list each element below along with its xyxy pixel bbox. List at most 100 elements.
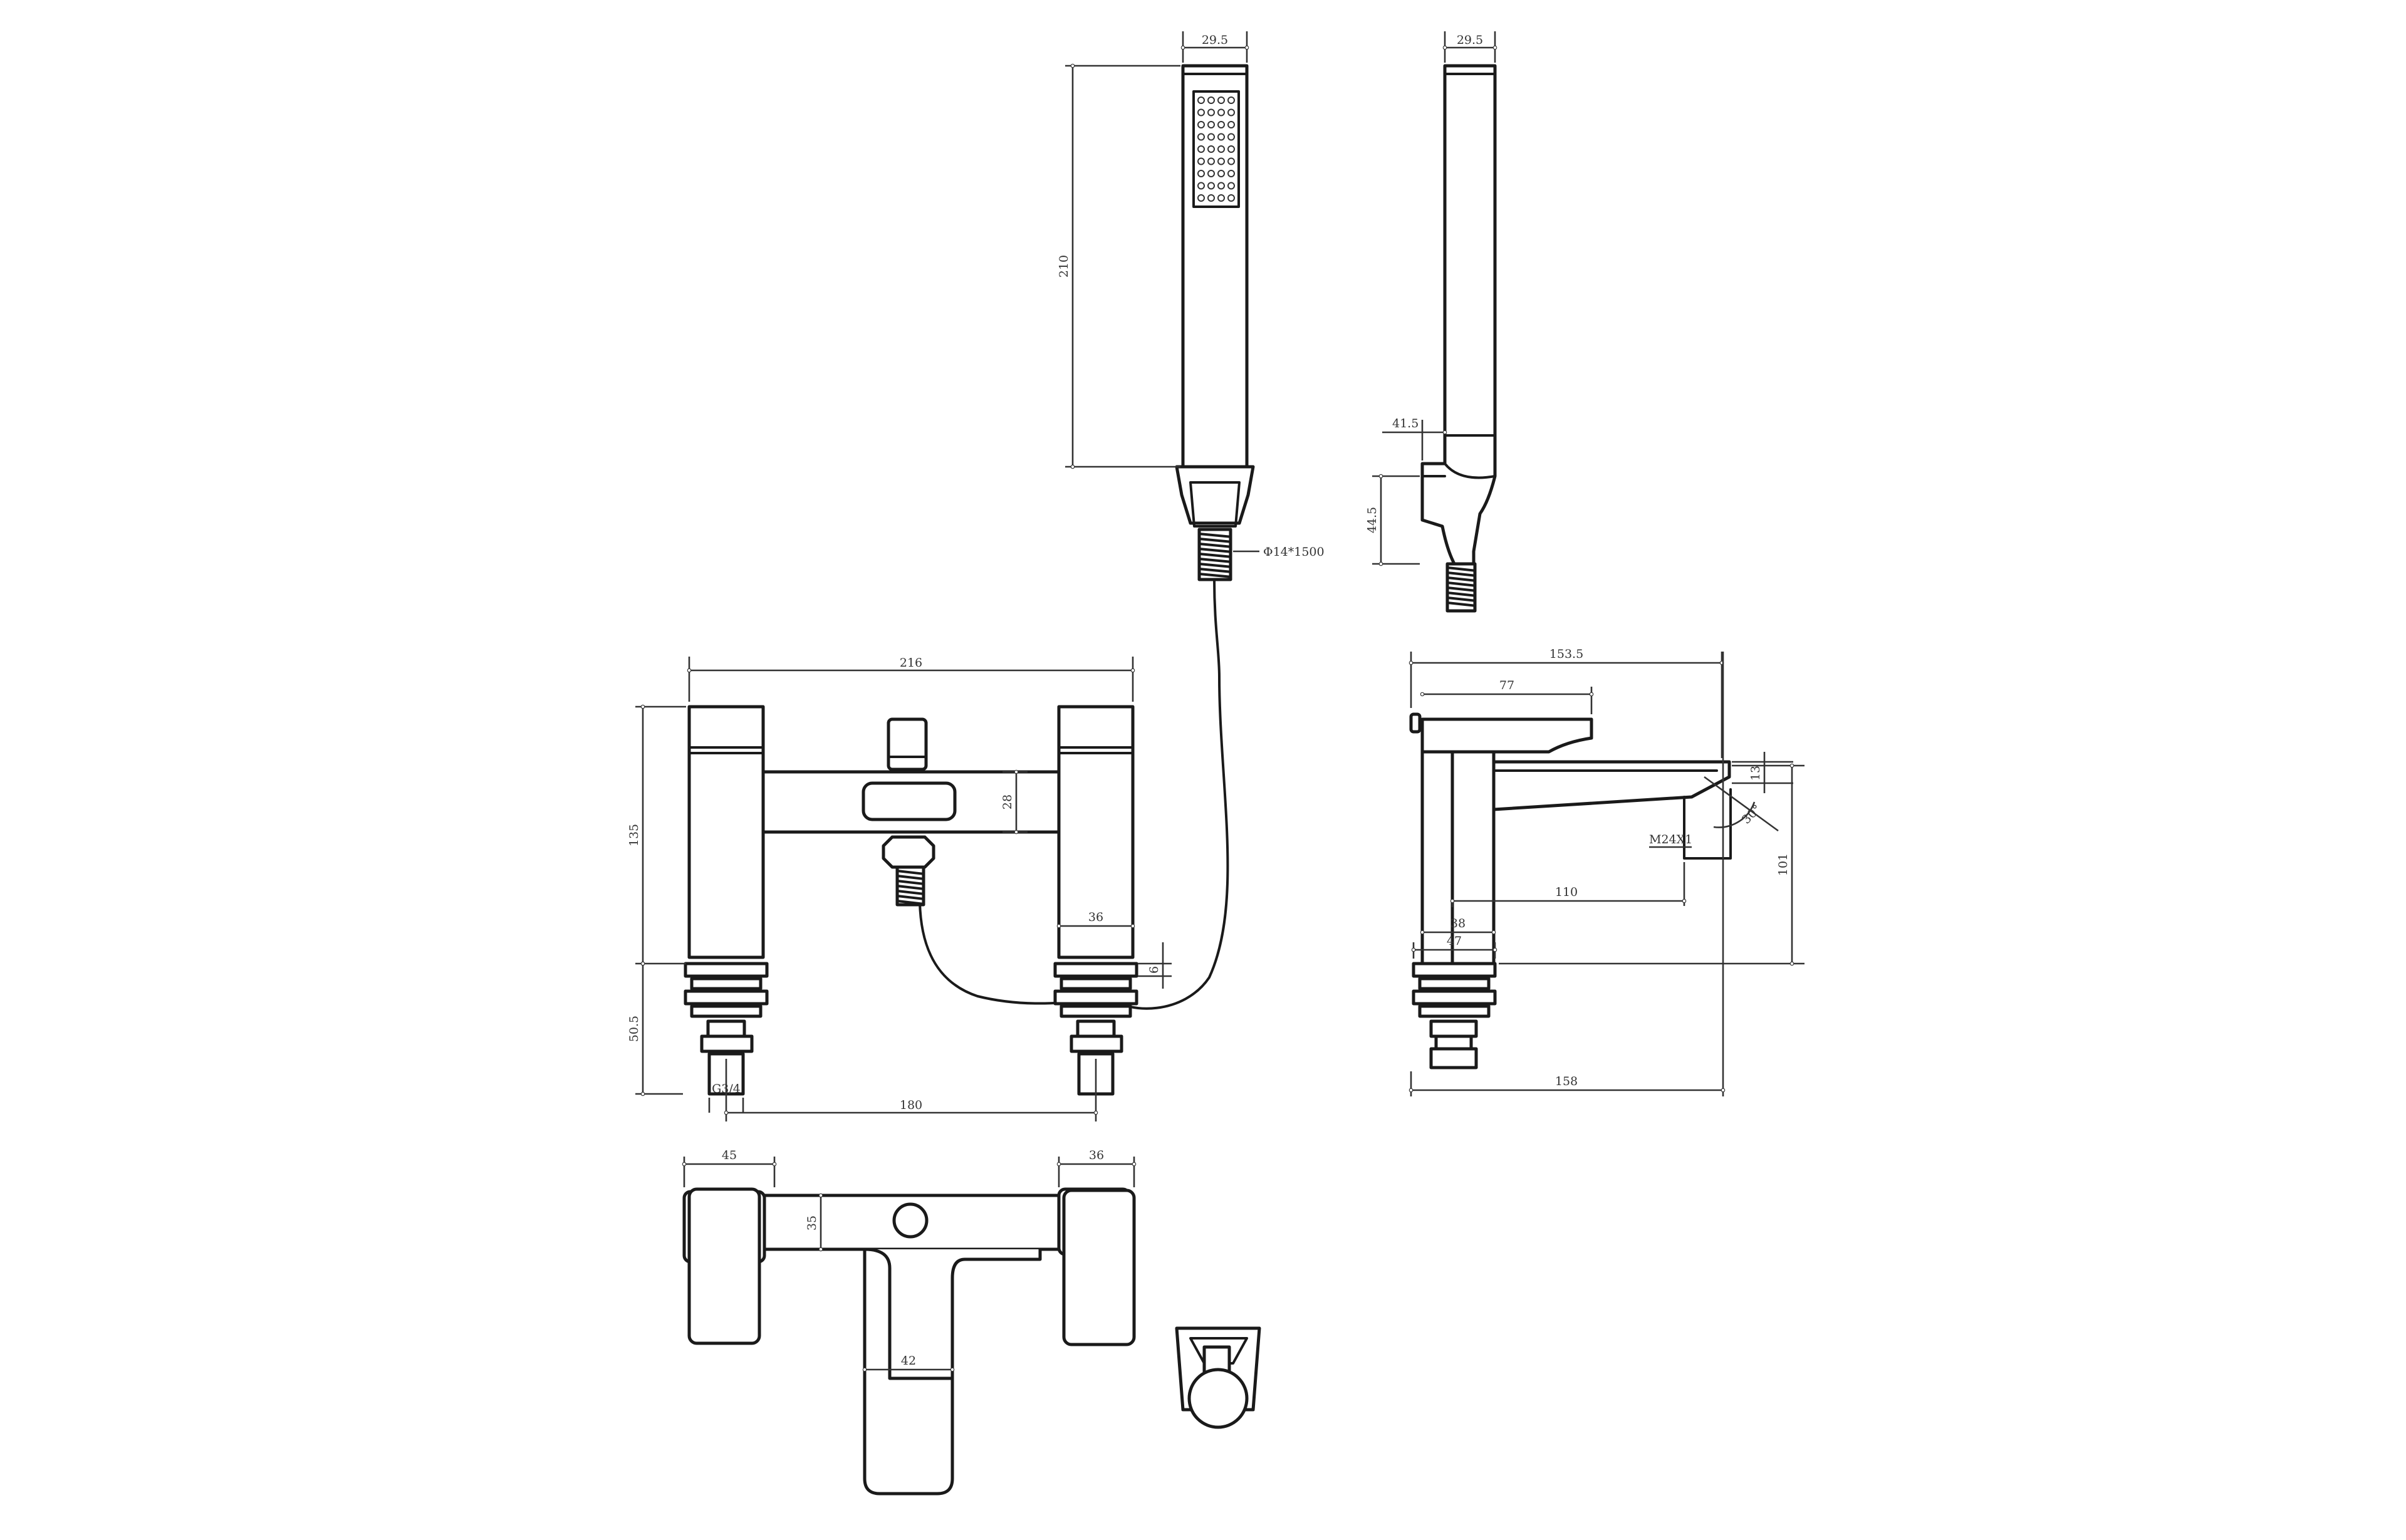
dim-handset-bracket-height: 44.5 bbox=[1365, 474, 1420, 566]
spray-nozzle bbox=[1197, 182, 1205, 190]
dim-label: 110 bbox=[1555, 885, 1578, 899]
dim-aerator-thread: M24X1 bbox=[1649, 833, 1692, 848]
handset-side-view: 29.5 41.5 44.5 bbox=[1365, 31, 1497, 613]
plan-right-handle bbox=[1057, 1187, 1136, 1346]
dim-label: Φ14*1500 bbox=[1263, 545, 1325, 559]
dim-label: 42 bbox=[901, 1354, 916, 1368]
spray-nozzle bbox=[1207, 170, 1215, 177]
dim-plan-lever-width: 45 bbox=[682, 1148, 777, 1187]
spray-nozzle bbox=[1207, 96, 1215, 104]
plan-left-handle bbox=[682, 1187, 766, 1345]
spray-face bbox=[1192, 90, 1240, 208]
side-lever bbox=[1420, 717, 1593, 754]
spray-nozzle bbox=[1207, 108, 1215, 117]
dim-plan-bar-depth: 35 bbox=[805, 1193, 823, 1252]
thread-line bbox=[896, 880, 925, 885]
spray-nozzle bbox=[1197, 170, 1205, 177]
spray-nozzle bbox=[1227, 133, 1235, 141]
spray-nozzle bbox=[1217, 96, 1225, 104]
spray-nozzle bbox=[1227, 96, 1235, 104]
spray-nozzle bbox=[1217, 108, 1225, 117]
dim-label: 47 bbox=[1447, 934, 1462, 948]
diverter-button bbox=[862, 717, 957, 821]
dim-label: 44.5 bbox=[1365, 507, 1379, 533]
dim-shank-height: 50.5 bbox=[627, 961, 683, 1096]
thread-line bbox=[1198, 573, 1232, 578]
spray-nozzle bbox=[1197, 108, 1205, 117]
thread-line bbox=[1446, 576, 1476, 582]
dim-label: 153.5 bbox=[1549, 647, 1583, 661]
spray-nozzle bbox=[1227, 145, 1235, 153]
spray-nozzle bbox=[1227, 121, 1235, 128]
dim-leg-width: 36 bbox=[1056, 910, 1135, 929]
hose-holder bbox=[1175, 465, 1255, 525]
dim-plan-spout-width: 42 bbox=[862, 1354, 955, 1372]
mixer-side-view: 153.5 77 13 30° M24X1 110 bbox=[1409, 647, 1804, 1096]
thread-line bbox=[1446, 596, 1476, 602]
thread-line bbox=[1198, 553, 1232, 558]
hose-outlet bbox=[882, 835, 935, 907]
dim-label: 36 bbox=[1089, 1148, 1104, 1162]
side-base-fittings bbox=[1412, 962, 1497, 1069]
dim-label: 41.5 bbox=[1392, 417, 1419, 430]
left-pillar bbox=[687, 705, 765, 959]
dim-side-body-width: 38 bbox=[1420, 917, 1496, 935]
spray-nozzle bbox=[1197, 96, 1205, 104]
dim-label: 101 bbox=[1776, 853, 1790, 876]
dim-label: 45 bbox=[722, 1148, 737, 1162]
thread-line bbox=[1198, 543, 1232, 548]
thread-line bbox=[1446, 571, 1476, 577]
spray-nozzle bbox=[1217, 157, 1225, 165]
dim-label: 158 bbox=[1555, 1074, 1578, 1088]
thread-line bbox=[1198, 568, 1232, 573]
dim-side-base-depth: 158 bbox=[1409, 652, 1726, 1096]
dim-handset-width: 29.5 bbox=[1180, 31, 1249, 63]
left-base-fittings bbox=[684, 962, 769, 1096]
dim-label: 35 bbox=[805, 1215, 819, 1230]
spray-nozzle bbox=[1207, 145, 1215, 153]
dim-plan-handle-width: 36 bbox=[1056, 1148, 1137, 1187]
thread-line bbox=[1198, 548, 1232, 553]
thread-line bbox=[1198, 563, 1232, 568]
thread-line bbox=[896, 870, 925, 875]
dim-handset-side-width: 29.5 bbox=[1442, 31, 1497, 63]
thread-line bbox=[1198, 558, 1232, 563]
dim-label: 135 bbox=[627, 824, 641, 846]
spray-nozzle bbox=[1207, 194, 1215, 202]
dim-spout-tip: 13 bbox=[1732, 752, 1793, 793]
dim-bar-height: 28 bbox=[1001, 769, 1028, 835]
spray-nozzle bbox=[1207, 121, 1215, 128]
spray-nozzle bbox=[1227, 182, 1235, 190]
dim-label: 216 bbox=[900, 656, 922, 670]
dim-label: 29.5 bbox=[1202, 33, 1228, 47]
dim-centres: 180 bbox=[724, 1059, 1098, 1121]
dim-plate-thickness: 6 bbox=[1138, 942, 1172, 989]
thread-line bbox=[896, 895, 925, 900]
dim-label: 38 bbox=[1450, 917, 1466, 930]
dim-label: M24X1 bbox=[1649, 833, 1692, 846]
dim-body-height: 135 bbox=[627, 704, 686, 966]
spray-nozzle bbox=[1197, 121, 1205, 128]
thread-line bbox=[1446, 591, 1476, 597]
thread-line bbox=[1198, 538, 1232, 543]
dim-spout-height: 101 bbox=[1499, 763, 1804, 966]
handset-front-view: 29.5 210 Φ14*1500 bbox=[1057, 31, 1325, 581]
dim-handset-height: 210 bbox=[1057, 63, 1180, 469]
bracket-plan-view bbox=[1175, 1326, 1261, 1429]
hose-connector bbox=[1197, 528, 1232, 581]
aerator bbox=[1683, 788, 1732, 860]
plan-diverter bbox=[892, 1202, 929, 1239]
thread-line bbox=[1446, 586, 1476, 592]
dim-label: 29.5 bbox=[1457, 33, 1483, 47]
spray-nozzle bbox=[1197, 133, 1205, 141]
dim-overall-width: 216 bbox=[687, 656, 1135, 702]
thread-line bbox=[896, 900, 925, 905]
mixer-front-view: 216 135 28 36 6 bbox=[627, 656, 1172, 1121]
dim-spout-reach: 110 bbox=[1450, 862, 1687, 907]
spray-nozzle bbox=[1227, 108, 1235, 117]
spray-nozzle bbox=[1217, 121, 1225, 128]
dim-label: 6 bbox=[1147, 966, 1161, 974]
dim-side-plate-width: 47 bbox=[1411, 934, 1497, 959]
dim-label: 77 bbox=[1499, 679, 1514, 692]
